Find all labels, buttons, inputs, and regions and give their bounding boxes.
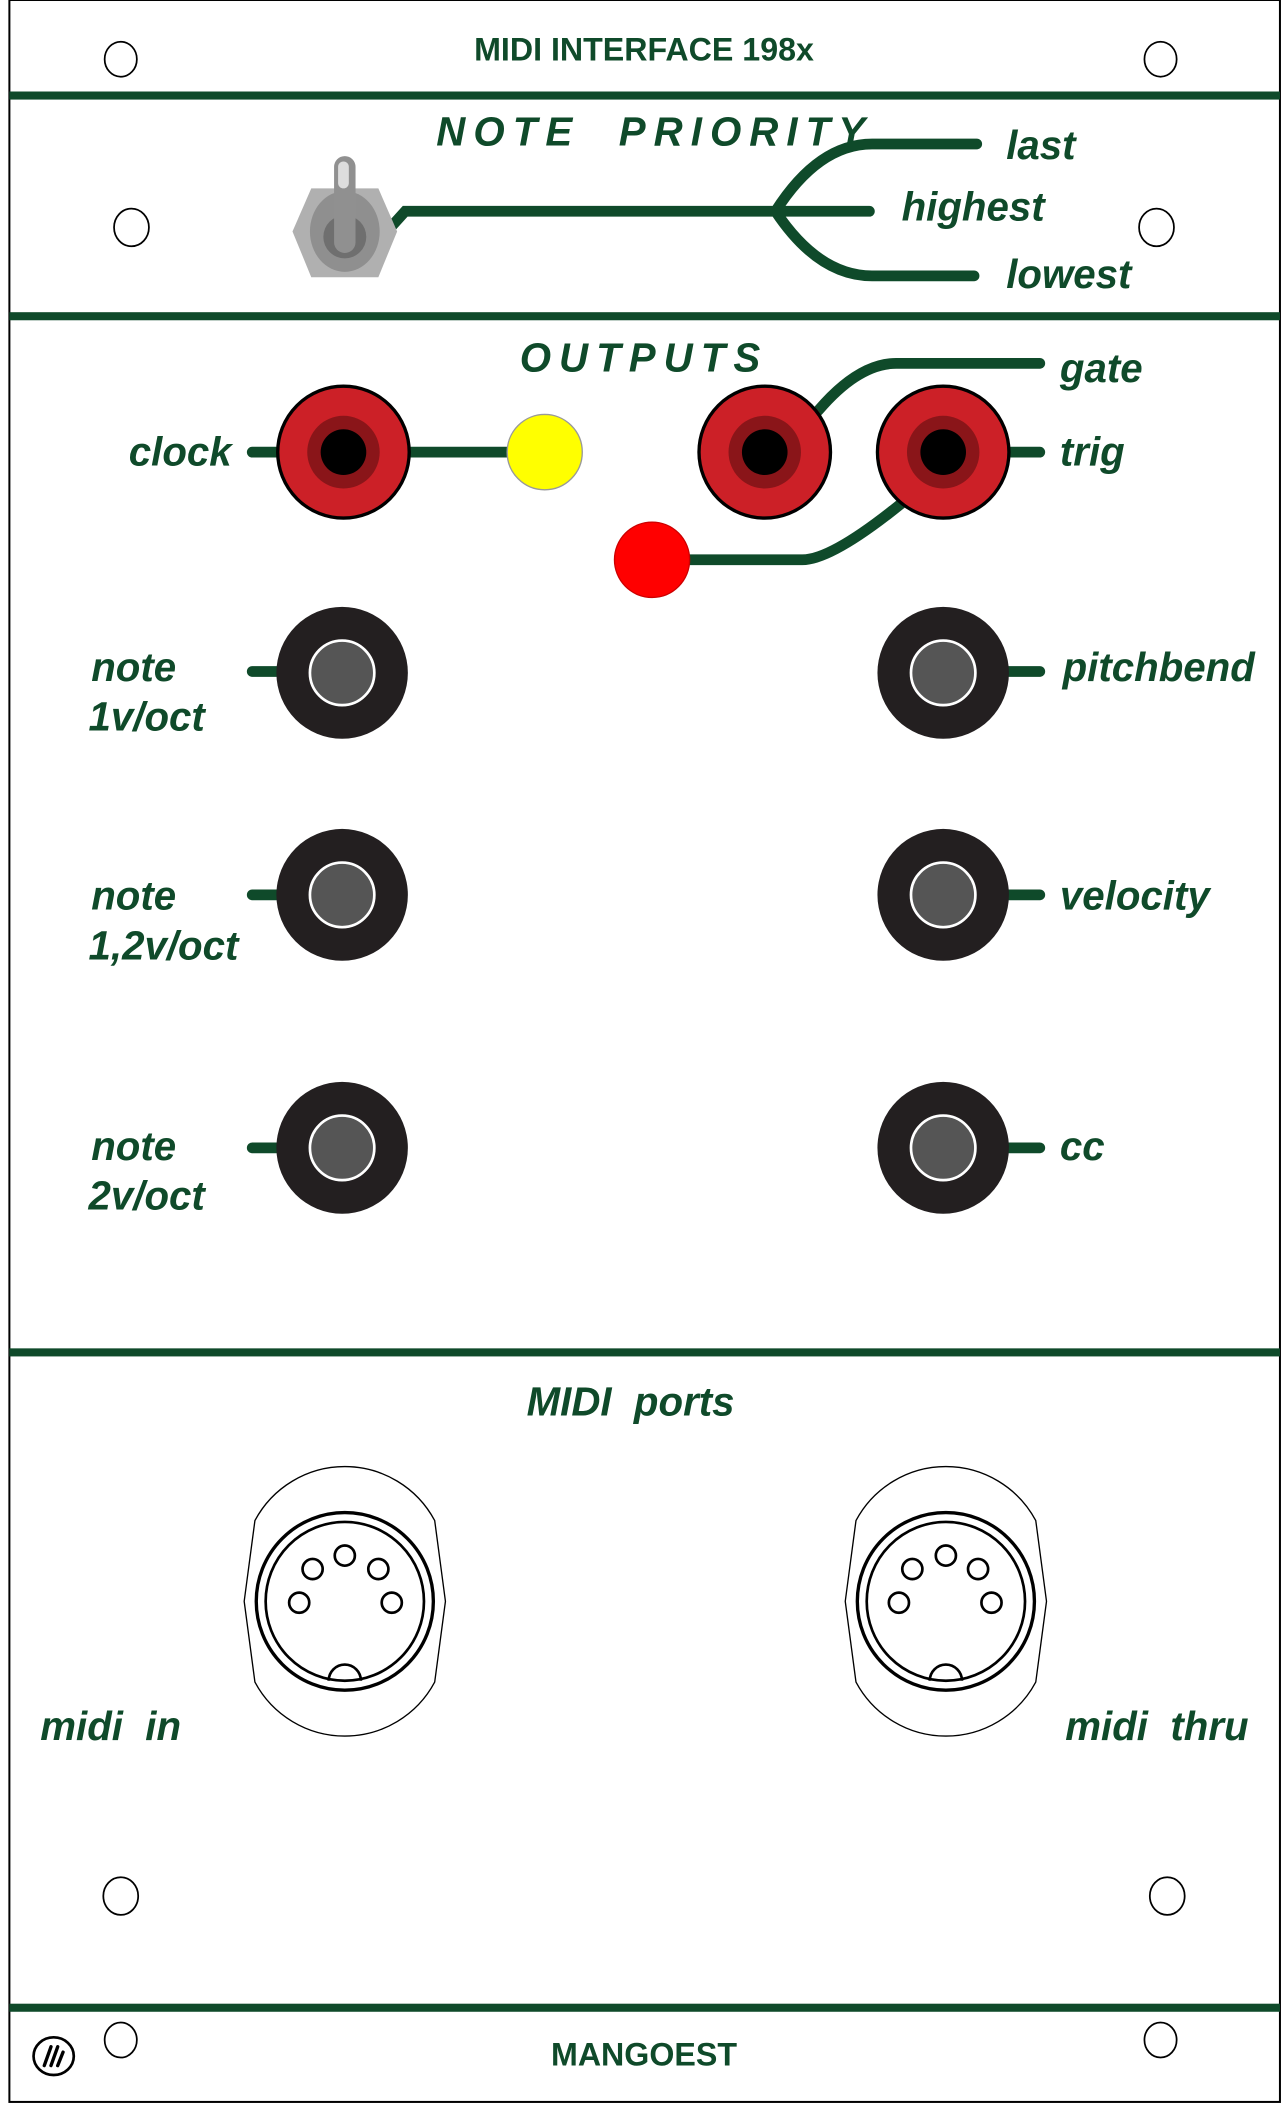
mounting-hole bbox=[1143, 40, 1178, 78]
priority-option-highest: highest bbox=[902, 185, 1047, 230]
toggle-highlight bbox=[338, 161, 349, 189]
trig-label: trig bbox=[1060, 430, 1125, 475]
mounting-hole bbox=[1148, 1876, 1186, 1916]
midi-ports-heading: MIDI ports bbox=[527, 1380, 735, 1425]
jack-traces bbox=[246, 666, 1046, 1154]
note-scale-label: 1,2v/oct bbox=[89, 923, 240, 968]
note-scale-label: 2v/oct bbox=[88, 1174, 207, 1219]
note-2v-oct-jack[interactable] bbox=[276, 1081, 408, 1214]
midi-thru-label: midi thru bbox=[1065, 1704, 1248, 1749]
module-title: MIDI INTERFACE 198x bbox=[474, 32, 814, 68]
note-label: note bbox=[91, 874, 176, 919]
priority-option-last: last bbox=[1006, 123, 1077, 168]
mounting-hole bbox=[103, 2021, 138, 2059]
priority-traces bbox=[386, 138, 983, 282]
pitchbend-jack[interactable] bbox=[877, 606, 1009, 739]
trig-output-jack[interactable] bbox=[875, 384, 1011, 520]
note-label: note bbox=[91, 1124, 176, 1169]
mounting-holes bbox=[102, 40, 1186, 2059]
clock-led bbox=[506, 413, 583, 491]
outputs-heading: OUTPUTS bbox=[520, 335, 769, 380]
midi-in-label: midi in bbox=[40, 1704, 181, 1749]
mounting-hole bbox=[1138, 207, 1175, 248]
velocity-jack[interactable] bbox=[877, 828, 1009, 961]
brand-logo-icon bbox=[32, 2035, 76, 2077]
mounting-hole bbox=[102, 1876, 140, 1916]
note-1v-oct-jack[interactable] bbox=[276, 606, 408, 739]
clock-label: clock bbox=[129, 430, 234, 475]
divider bbox=[9, 91, 1280, 100]
note-1-2v-oct-jack[interactable] bbox=[276, 828, 408, 961]
divider bbox=[9, 1348, 1280, 1357]
divider bbox=[9, 312, 1280, 321]
clock-output-jack[interactable] bbox=[276, 384, 411, 520]
output-traces bbox=[246, 357, 1046, 566]
cc-jack[interactable] bbox=[877, 1081, 1009, 1214]
note-label: note bbox=[91, 645, 176, 690]
divider bbox=[9, 2003, 1280, 2012]
midi-in-din-connector[interactable] bbox=[243, 1466, 447, 1737]
mounting-hole bbox=[103, 40, 138, 78]
trig-led bbox=[613, 521, 691, 599]
priority-option-lowest: lowest bbox=[1006, 252, 1133, 297]
brand-name: MANGOEST bbox=[551, 2037, 737, 2073]
note-scale-label: 1v/oct bbox=[89, 695, 207, 740]
gate-label: gate bbox=[1059, 346, 1143, 391]
gate-output-jack[interactable] bbox=[697, 384, 833, 520]
midi-thru-din-connector[interactable] bbox=[844, 1466, 1048, 1737]
cc-label: cc bbox=[1060, 1124, 1105, 1169]
note-priority-heading: NOTE PRIORITY bbox=[436, 109, 873, 154]
pitchbend-label: pitchbend bbox=[1062, 645, 1257, 690]
note-priority-toggle-switch[interactable] bbox=[292, 156, 398, 278]
mounting-hole bbox=[113, 207, 150, 248]
mounting-hole bbox=[1143, 2021, 1178, 2059]
velocity-label: velocity bbox=[1060, 874, 1212, 919]
note-outputs bbox=[246, 606, 1046, 1214]
panel-border bbox=[8, 0, 1281, 2103]
